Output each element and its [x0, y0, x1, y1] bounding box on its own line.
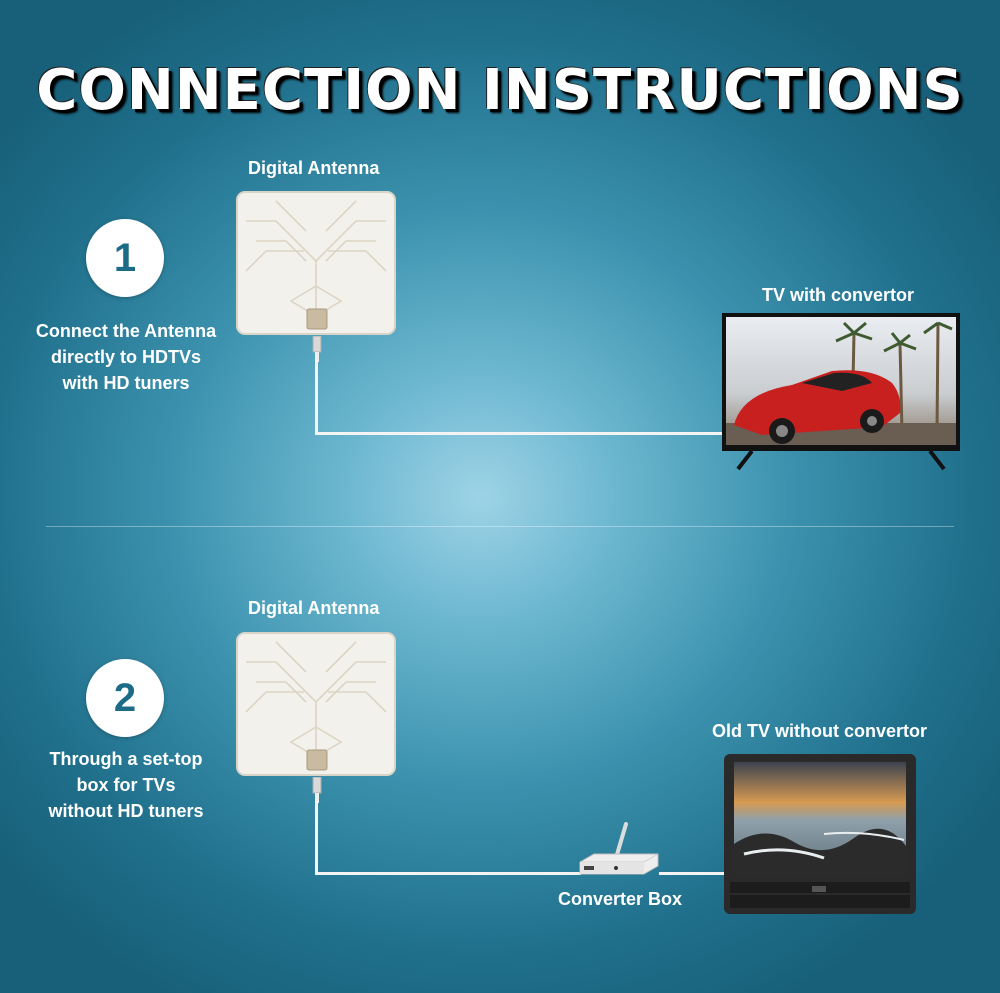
page-title: CONNECTION INSTRUCTIONS — [36, 58, 964, 123]
step-2-line-1: Through a set-top — [49, 749, 203, 769]
step-2-antenna-label: Digital Antenna — [248, 598, 380, 618]
step-2-cable-vertical — [315, 801, 318, 875]
step-2-cable-to-box — [315, 872, 581, 875]
step-2-line-3: without HD tuners — [48, 801, 204, 821]
step-2-antenna-icon — [236, 632, 396, 776]
step-1-cable-horizontal — [315, 432, 727, 435]
step-2-line-2: box for TVs — [76, 775, 176, 795]
step-1-antenna-icon — [236, 191, 396, 335]
step-2-cable-to-tv — [659, 872, 727, 875]
step-2-tv-label: Old TV without convertor — [712, 721, 927, 741]
step-1-line-3: with HD tuners — [62, 373, 190, 393]
step-1-number-badge: 1 — [86, 219, 164, 297]
step-1-line-1: Connect the Antenna — [35, 321, 217, 341]
step-1-tv-label: TV with convertor — [762, 285, 915, 305]
step-2-antenna-connector — [312, 777, 322, 803]
section-divider — [46, 526, 954, 527]
step-2-number-badge: 2 — [86, 659, 164, 737]
step-1-antenna-label: Digital Antenna — [248, 158, 380, 178]
converter-box-label: Converter Box — [558, 889, 683, 909]
step-1-antenna-connector — [312, 336, 322, 362]
converter-box-icon — [579, 822, 659, 875]
step-1-description: Connect the Antenna directly to HDTVs wi… — [16, 318, 236, 396]
step-2-description: Through a set-top box for TVs without HD… — [16, 746, 236, 824]
old-tv-icon — [724, 754, 916, 914]
step-1-line-2: directly to HDTVs — [50, 347, 202, 367]
step-1-cable-vertical — [315, 360, 318, 435]
hdtv-icon — [722, 313, 960, 471]
